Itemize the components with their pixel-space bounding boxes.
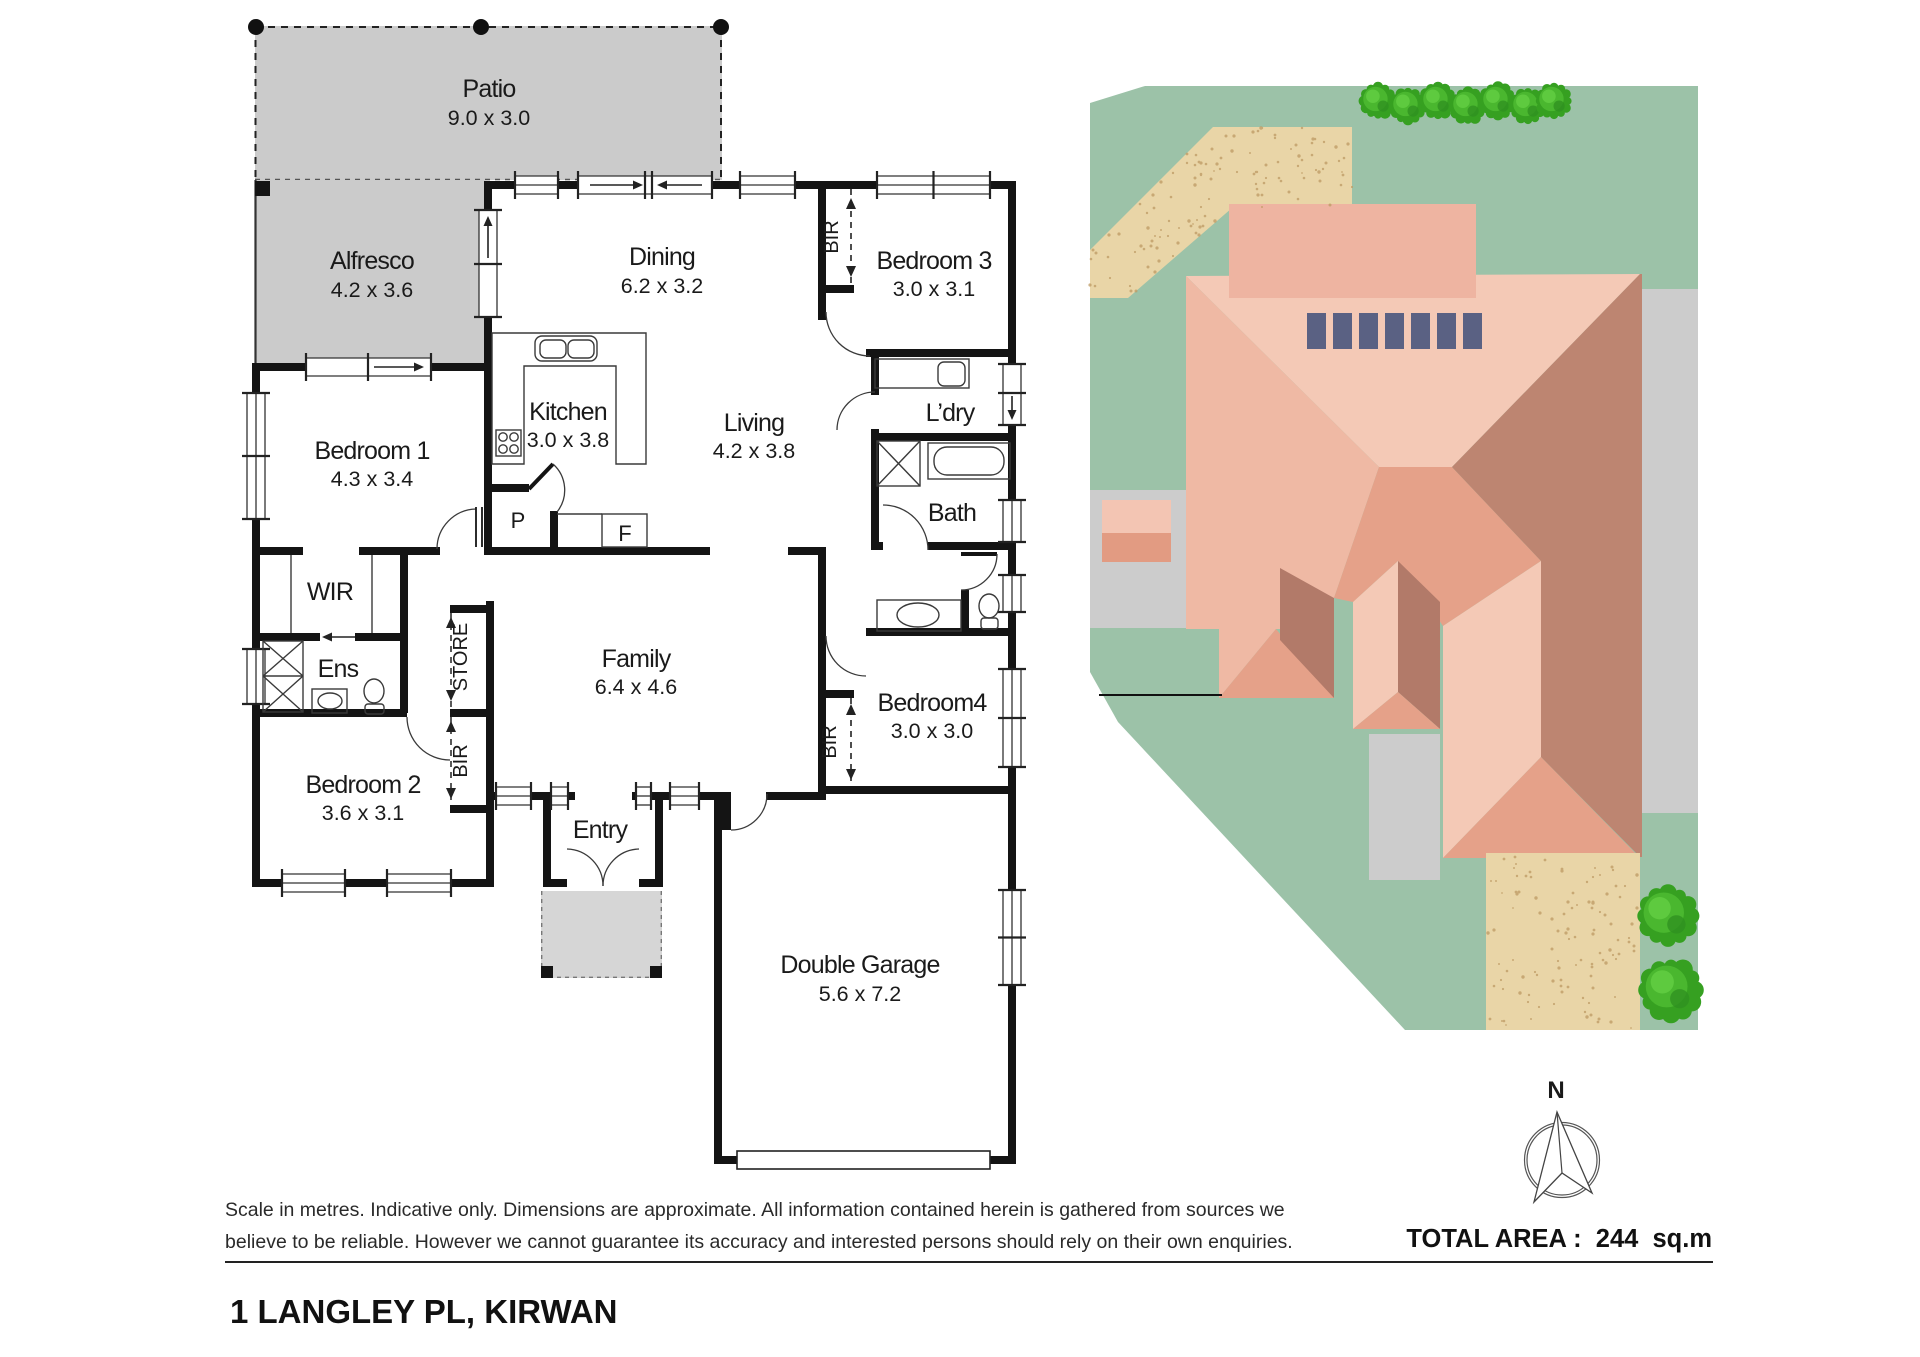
svg-text:Entry: Entry (573, 816, 629, 844)
svg-text:Dining: Dining (629, 243, 695, 271)
svg-text:Bedroom 3: Bedroom 3 (876, 247, 991, 275)
svg-text:N: N (1547, 1077, 1564, 1104)
svg-text:Double Garage: Double Garage (780, 951, 939, 979)
svg-text:6.2 x 3.2: 6.2 x 3.2 (621, 274, 703, 298)
svg-text:Bath: Bath (928, 499, 976, 527)
svg-text:Bedroom 2: Bedroom 2 (305, 771, 420, 799)
svg-text:F: F (618, 521, 631, 546)
svg-text:9.0 x 3.0: 9.0 x 3.0 (448, 106, 531, 130)
svg-text:BIR: BIR (819, 725, 841, 758)
svg-text:Kitchen: Kitchen (529, 398, 607, 426)
svg-text:Patio: Patio (463, 75, 516, 103)
svg-text:1 LANGLEY PL, KIRWAN: 1 LANGLEY PL, KIRWAN (230, 1293, 618, 1330)
svg-text:BIR: BIR (450, 744, 472, 777)
svg-text:3.0 x 3.1: 3.0 x 3.1 (893, 277, 975, 301)
svg-text:4.3 x 3.4: 4.3 x 3.4 (331, 467, 414, 491)
svg-text:6.4 x 4.6: 6.4 x 4.6 (595, 675, 678, 699)
svg-text:believe to be reliable. Howeve: believe to be reliable. However we canno… (225, 1231, 1293, 1253)
svg-text:3.0 x 3.0: 3.0 x 3.0 (891, 719, 974, 743)
svg-text:Family: Family (602, 645, 672, 673)
svg-text:Bedroom 1: Bedroom 1 (314, 437, 429, 465)
svg-text:BIR: BIR (821, 220, 843, 253)
svg-text:3.6 x 3.1: 3.6 x 3.1 (322, 801, 404, 825)
svg-text:4.2 x 3.8: 4.2 x 3.8 (713, 439, 796, 463)
svg-text:Ens: Ens (318, 655, 359, 683)
svg-text:Scale in metres. Indicative on: Scale in metres. Indicative only. Dimens… (225, 1199, 1285, 1221)
svg-text:Alfresco: Alfresco (330, 247, 414, 275)
svg-text:WIR: WIR (307, 578, 353, 606)
svg-text:3.0 x 3.8: 3.0 x 3.8 (527, 428, 610, 452)
svg-text:4.2 x 3.6: 4.2 x 3.6 (331, 278, 414, 302)
svg-text:Living: Living (724, 409, 785, 437)
svg-text:L’dry: L’dry (926, 399, 976, 427)
svg-text:STORE: STORE (450, 623, 472, 692)
svg-text:5.6 x 7.2: 5.6 x 7.2 (819, 982, 901, 1006)
svg-text:P: P (511, 508, 526, 533)
svg-text:Bedroom4: Bedroom4 (878, 689, 988, 717)
svg-text:TOTAL AREA : 244 sq.m: TOTAL AREA : 244 sq.m (1406, 1225, 1712, 1253)
